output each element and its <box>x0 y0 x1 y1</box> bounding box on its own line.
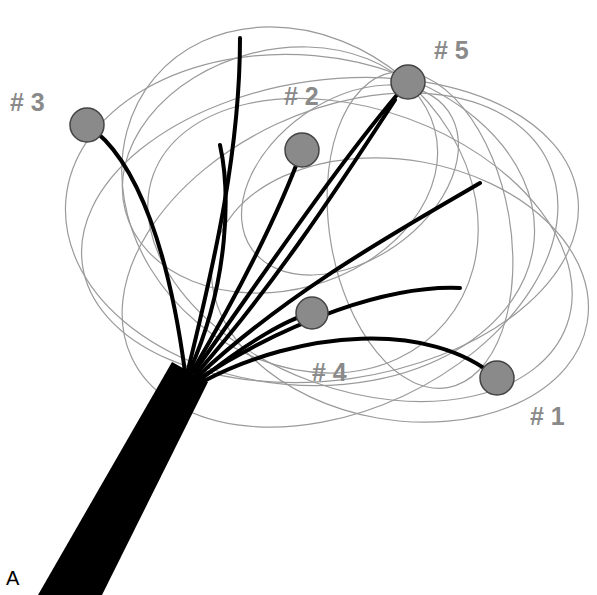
callout-number: # 5 <box>434 38 469 63</box>
callout-number: # 4 <box>312 360 347 385</box>
callout-number: # 3 <box>10 90 45 115</box>
electrode-dots <box>70 65 514 395</box>
callout-number: # 1 <box>530 404 565 429</box>
basket-splines <box>87 38 497 382</box>
basket-loops <box>52 0 597 493</box>
catheter-shaft <box>38 362 208 595</box>
panel-letter: A <box>6 568 19 588</box>
callout-number: # 2 <box>284 84 319 109</box>
